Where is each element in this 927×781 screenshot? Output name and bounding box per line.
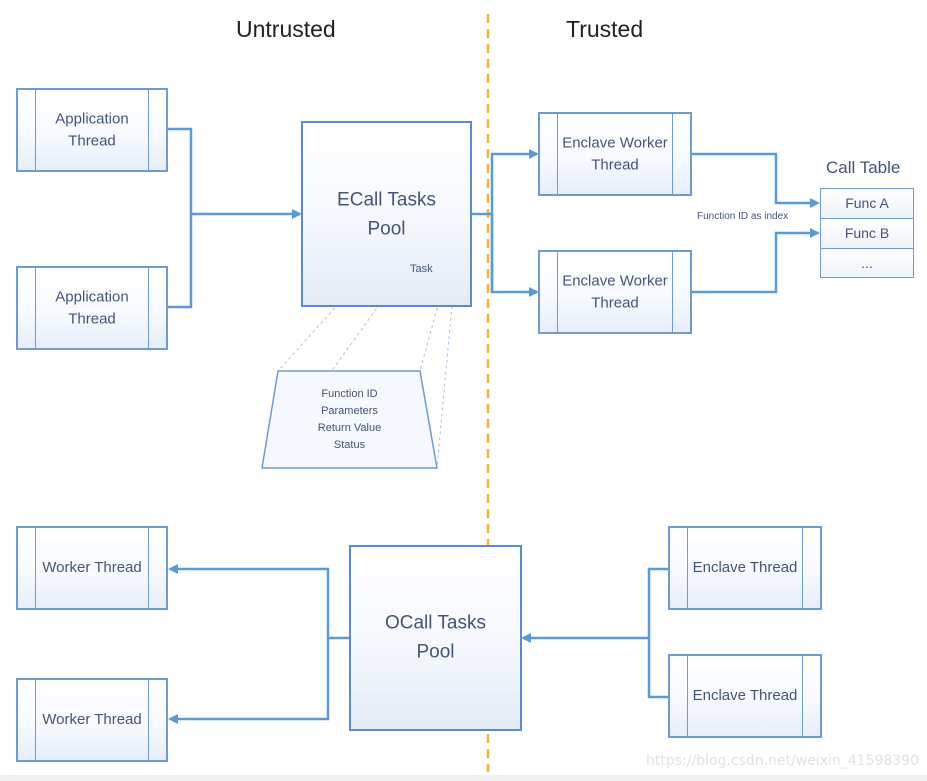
enclave-worker-thread-1-label: Enclave Worker Thread [562, 134, 668, 173]
enclave-worker-thread-1: Enclave Worker Thread [538, 112, 692, 196]
task-field-status: Status [333, 439, 366, 451]
call-table-func-b: Func B [820, 218, 914, 249]
worker-thread-1-label: Worker Thread [42, 559, 142, 577]
task-zoom-line [436, 293, 454, 469]
application-thread-1-label: Application Thread [55, 110, 129, 149]
worker-thread-2: Worker Thread [16, 678, 168, 762]
enclave-thread-1-connector [647, 567, 668, 638]
enclave-thread-2: Enclave Thread [668, 654, 822, 738]
watermark-text: https://blog.csdn.net/weixin_41598390 [645, 753, 919, 769]
worker-thread-2-label: Worker Thread [42, 711, 142, 729]
enclave-thread-1: Enclave Thread [668, 526, 822, 610]
task-field-parameters: Parameters [321, 405, 378, 417]
ocall-to-worker-1-arrow [168, 564, 330, 638]
ocall-to-worker-2-arrow [168, 638, 330, 724]
worker-1-to-func-a-arrow [692, 152, 820, 208]
ecall-to-worker-2-arrow [490, 214, 539, 297]
enclave-thread-1-label: Enclave Thread [692, 559, 798, 577]
ecall-pool-label: ECall Tasks Pool [337, 189, 436, 240]
call-table-ellipsis: ... [820, 248, 914, 278]
task-field-function-id: Function ID [321, 388, 378, 400]
trusted-heading: Trusted [566, 16, 644, 42]
app-thread-1-connector [168, 127, 193, 214]
enclave-thread-2-connector [647, 638, 668, 699]
task-label: Task [410, 263, 433, 275]
ecall-to-worker-1-arrow [490, 149, 539, 292]
application-thread-1: Application Thread [16, 88, 168, 172]
call-table-func-a: Func A [820, 188, 914, 219]
app-thread-2-connector [168, 214, 193, 309]
application-thread-2: Application Thread [16, 266, 168, 350]
function-id-index-label: Function ID as index [697, 211, 789, 222]
enclave-thread-2-label: Enclave Thread [692, 687, 798, 705]
task-detail-fields: Function ID Parameters Return Value Stat… [262, 386, 437, 454]
task-detail-shape [261, 370, 438, 469]
worker-2-to-func-b-arrow [692, 228, 820, 294]
enclave-worker-thread-2-label: Enclave Worker Thread [562, 272, 668, 311]
untrusted-heading: Untrusted [236, 16, 336, 42]
ecall-tasks-pool: ECall Tasks Pool [301, 121, 472, 307]
bottom-strip [0, 775, 927, 781]
call-table-title: Call Table [826, 158, 901, 177]
ocall-pool-label: OCall Tasks Pool [384, 612, 486, 663]
worker-thread-1: Worker Thread [16, 526, 168, 610]
ocall-tasks-pool: OCall Tasks Pool [349, 545, 522, 731]
task-field-return-value: Return Value [317, 422, 382, 434]
application-thread-2-label: Application Thread [55, 288, 129, 327]
enclave-worker-thread-2: Enclave Worker Thread [538, 250, 692, 334]
